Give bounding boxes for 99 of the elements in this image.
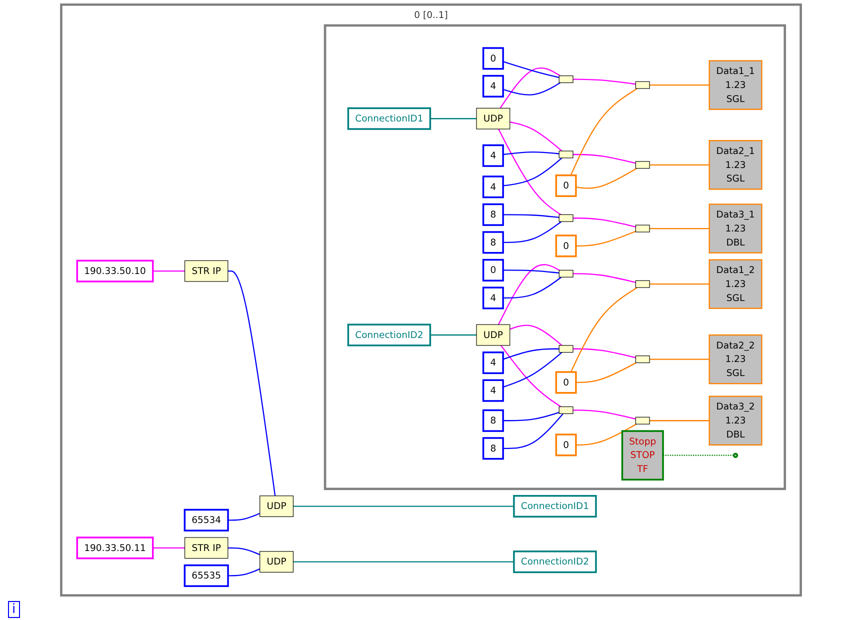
node-box [558,270,574,278]
node-circle [732,452,738,458]
connector [430,334,476,336]
connector [650,228,710,230]
node-box: 65535 [184,564,229,587]
node-box: 8 [482,437,504,460]
node-box: ConnectionID2 [513,550,597,574]
node-box: STR IP [184,537,228,559]
connector [573,273,636,283]
node-box: Data1_1 1.23 SGL [708,60,762,110]
connector [502,352,562,388]
node-box: ConnectionID1 [513,494,597,518]
node-box: 0 [555,174,577,198]
connector [576,424,637,446]
connector [498,128,562,216]
node-box: 0 [555,234,577,258]
node-box: 4 [482,176,504,198]
connector [502,348,560,360]
node-box: 0 [482,258,504,282]
node-box [558,345,574,353]
node-box: Data1_2 1.23 SGL [708,259,762,309]
connector [576,168,637,189]
node-box: UDP [260,551,294,573]
node-box [558,406,574,414]
connector [503,158,562,186]
iteration-terminal: i [8,601,20,618]
connector [503,413,564,449]
connector [576,230,636,246]
node-box [635,224,650,232]
node-box: STR IP [184,260,228,282]
connector [573,78,636,85]
connector [152,547,185,548]
node-box: Data3_2 1.23 DBL [708,396,762,446]
node-box: 190.33.50.11 [76,536,154,560]
connector [663,454,734,456]
node-box [635,356,650,364]
node-box: UDP [260,496,294,517]
node-box [635,81,650,89]
connector [152,270,185,272]
node-box [635,416,650,424]
connector [650,420,710,422]
node-box: 4 [482,74,504,98]
node-box: 8 [482,203,504,226]
node-box [635,161,650,169]
connector [228,512,260,521]
node-box: Data2_2 1.23 SGL [708,334,762,384]
node-box [558,214,574,222]
connector [498,264,560,325]
connector [503,276,562,299]
connector [503,221,562,243]
node-box: UDP [476,108,510,130]
connector [510,121,562,152]
node-box: Stopp STOP TF [621,430,664,481]
node-box [635,280,650,288]
connector [503,412,560,422]
connector [650,164,710,166]
node-box: 4 [482,379,504,402]
connector [570,88,638,176]
connector [228,568,260,576]
node-box: 0 [555,371,577,394]
connector [650,358,710,360]
connector [503,270,560,274]
node-box: 8 [482,409,504,432]
connector [503,151,560,156]
connector [573,348,636,358]
node-box: 8 [482,231,504,254]
connector [650,284,710,285]
connector [228,547,260,556]
node-box: 4 [482,286,504,310]
node-box [558,76,574,84]
node-box: Data2_1 1.23 SGL [708,140,762,190]
connector [570,287,638,372]
connector [293,506,514,507]
node-box: 65534 [184,508,229,532]
node-box: 4 [482,144,504,167]
connector [500,345,562,408]
node-box: UDP [476,324,510,346]
connector [576,362,636,384]
connector [502,61,560,78]
node-box: 0 [555,434,577,456]
connector [573,218,636,228]
node-box: ConnectionID2 [347,324,432,346]
connector [500,68,561,109]
connector [573,154,636,164]
node-box: ConnectionID1 [347,107,432,130]
node-box: Data3_1 1.23 DBL [708,204,762,254]
node-box: 0 [482,47,504,70]
connector [650,84,710,86]
node-box [558,150,574,158]
connector [293,561,514,562]
connector [228,270,276,496]
connector [573,410,636,420]
connector [503,214,560,218]
node-box: 4 [482,352,504,374]
connector [502,82,561,96]
node-box: 190.33.50.10 [76,260,154,282]
cluster [324,24,786,490]
connector [510,324,562,346]
connector [430,118,476,120]
